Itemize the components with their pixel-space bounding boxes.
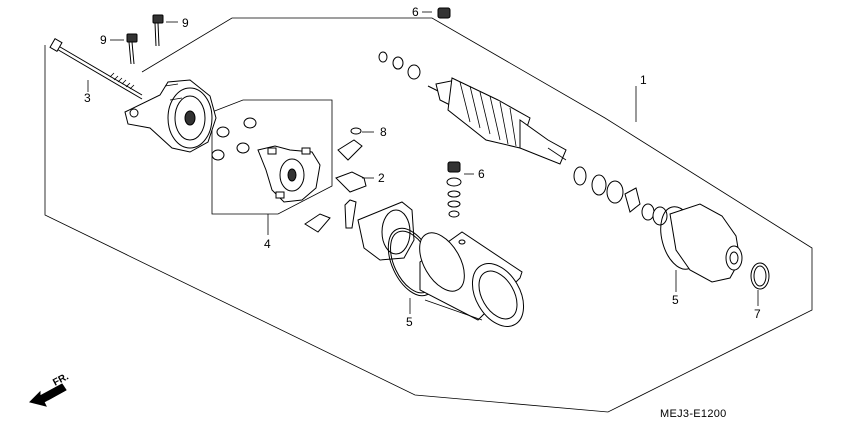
o-rings	[378, 51, 421, 80]
brush-holder-parts	[211, 117, 321, 203]
callout-5-right: 5	[672, 293, 679, 307]
front-cover	[660, 203, 743, 283]
bolt-9-left	[126, 33, 138, 65]
callout-1: 1	[640, 73, 647, 87]
callout-9-right: 9	[182, 16, 189, 30]
leader-lines	[87, 11, 759, 314]
diagram-code: MEJ3-E1200	[660, 408, 727, 420]
bolt-9-right	[152, 14, 164, 47]
front-direction-arrow-icon	[29, 383, 67, 407]
through-bolt	[49, 37, 143, 100]
callout-4: 4	[264, 237, 271, 251]
callout-7: 7	[754, 307, 761, 321]
o-ring-7	[750, 262, 770, 290]
callout-6-top: 6	[412, 5, 419, 19]
rear-cover	[124, 79, 217, 153]
callout-8: 8	[380, 125, 387, 139]
direction-label: FR.	[51, 371, 71, 388]
callout-9-left: 9	[100, 33, 107, 47]
callout-6-center: 6	[478, 167, 485, 181]
assembly-outline	[44, 17, 813, 413]
nut-6-top	[437, 7, 451, 19]
washer-8	[350, 127, 362, 135]
armature	[427, 77, 567, 165]
callout-3: 3	[84, 91, 91, 105]
bearing-set	[573, 166, 668, 226]
brush-holder-ring	[357, 201, 415, 261]
callout-5-left: 5	[406, 315, 413, 329]
brush-holder-box	[211, 99, 333, 215]
motor-yoke	[419, 231, 525, 327]
terminal-plate	[304, 139, 367, 233]
washer-stack	[446, 161, 462, 218]
callout-2: 2	[378, 171, 385, 185]
